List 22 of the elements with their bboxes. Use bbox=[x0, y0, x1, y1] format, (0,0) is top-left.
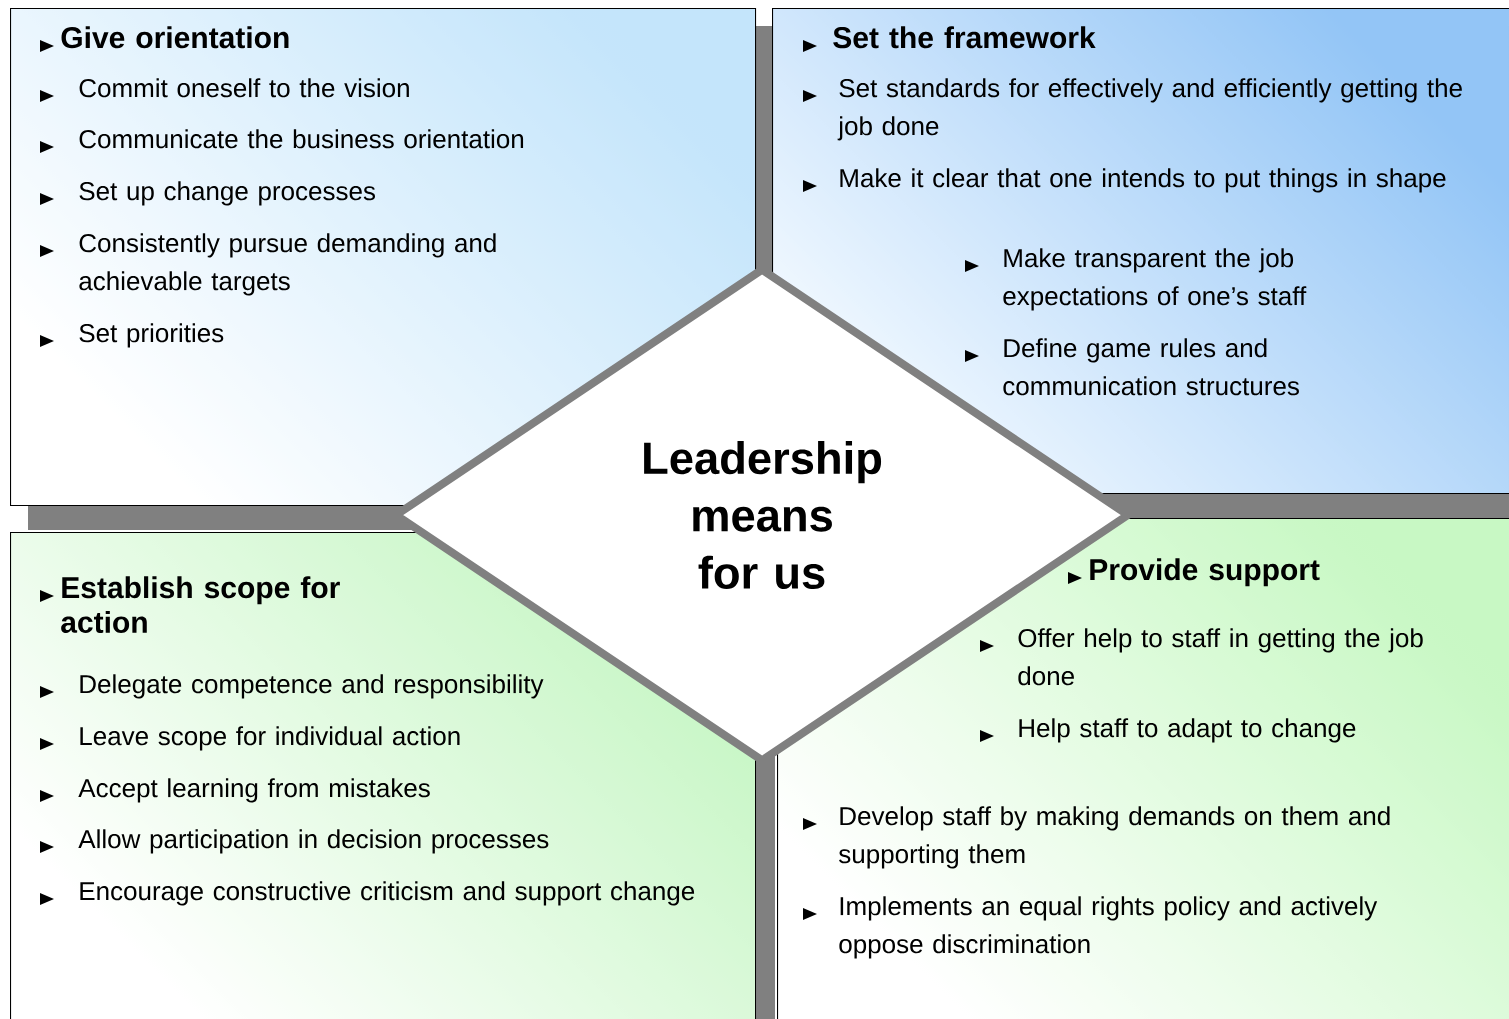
bullet-text: Leave scope for individual action bbox=[80, 726, 460, 751]
bullet-text: Help staff to adapt to change bbox=[1019, 718, 1356, 743]
bullet-text: Set standards for effectively and efficiently getting the job done bbox=[837, 78, 1462, 141]
heading: Provide support bbox=[1090, 558, 1320, 587]
heading: Set the framework bbox=[833, 26, 1096, 49]
bullet-text: Set priorities bbox=[79, 323, 224, 348]
bullet-text: Delegate competence and responsibility bbox=[80, 674, 544, 699]
bullet-text: Define game rules and communication structures bbox=[1003, 338, 1299, 396]
bullet-text: Allow participation in decision processes bbox=[78, 829, 549, 854]
bullet-text: Develop staff by making demands on them and supporting them bbox=[839, 806, 1390, 869]
heading: Establish scope for action bbox=[61, 576, 340, 633]
bullet-text: Implements an equal rights policy and actively oppose discrimination bbox=[839, 896, 1378, 959]
bullet-text: Consistently pursue demanding and achievable targets bbox=[79, 233, 496, 296]
bullet-text: Communicate the business orientation bbox=[79, 129, 524, 149]
bullet-text: Offer help to staff in getting the job done bbox=[1018, 628, 1423, 686]
heading: Give orientation bbox=[61, 26, 289, 49]
bullet-text: Commit oneself to the vision bbox=[79, 78, 409, 98]
bullet-text: Accept learning from mistakes bbox=[78, 778, 430, 803]
bullet-text: Make transparent the job expectations of one’s staff bbox=[1003, 248, 1307, 311]
bullet-text: Encourage constructive criticism and support change bbox=[80, 881, 695, 906]
bullet-text: Set up change processes bbox=[79, 181, 375, 206]
bullet-text: Make it clear that one intends to put things in shape bbox=[840, 168, 1446, 193]
